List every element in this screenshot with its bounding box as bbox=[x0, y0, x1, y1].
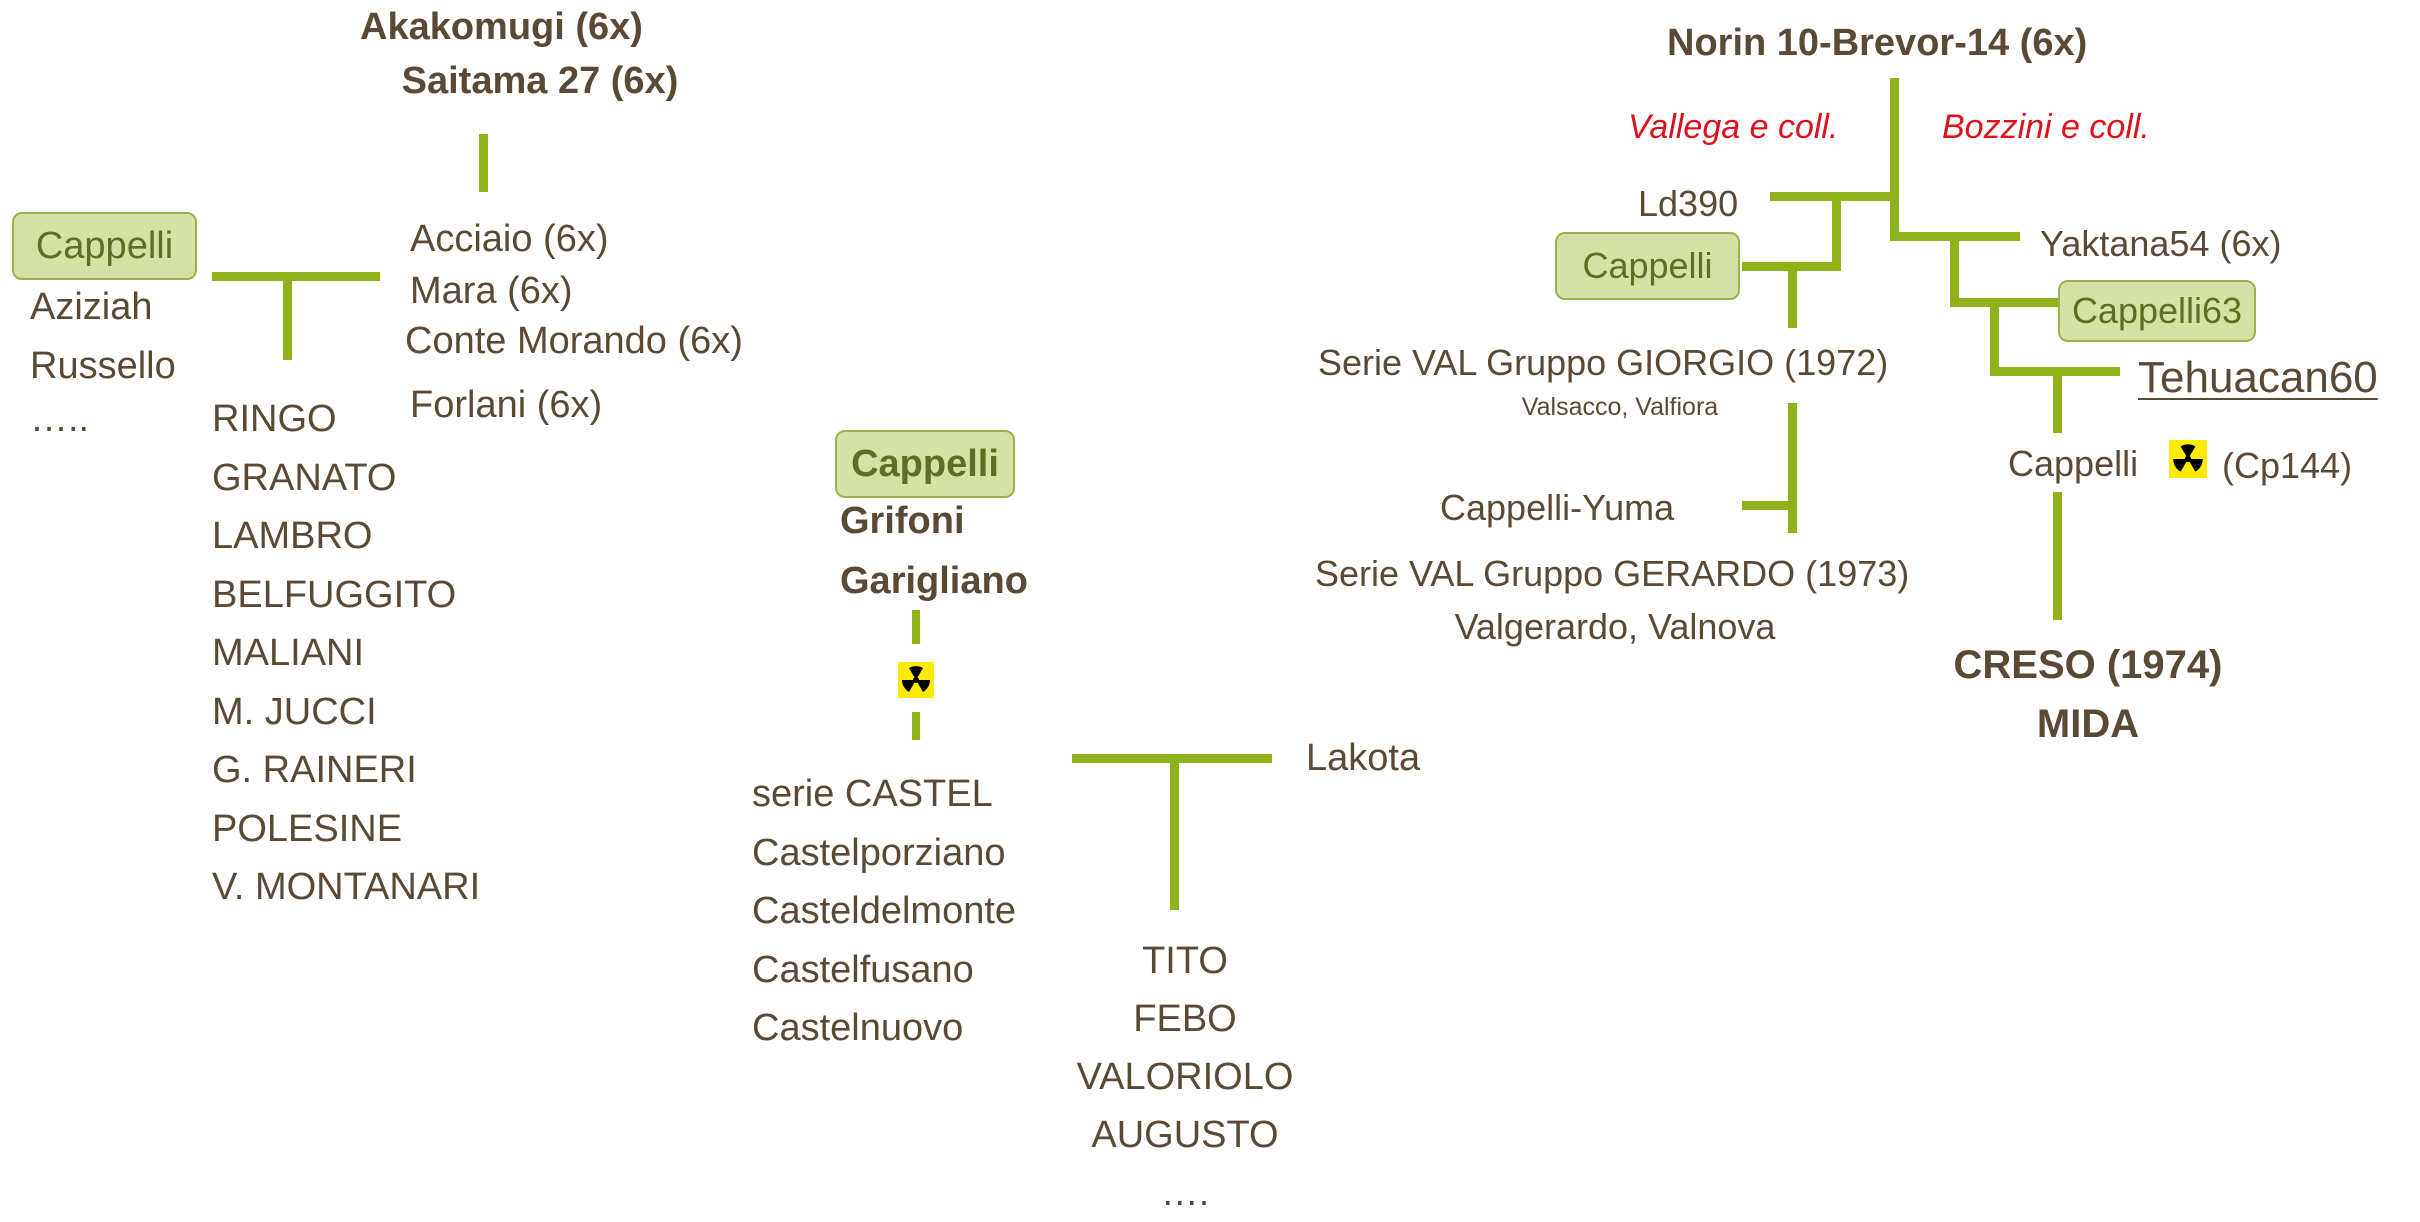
offspring-item: POLESINE bbox=[212, 807, 403, 850]
cross-mara: Mara (6x) bbox=[410, 270, 573, 312]
gerardo-series: Serie VAL Gruppo GERARDO (1973) bbox=[1315, 553, 1910, 594]
offspring-item: VALORIOLO bbox=[1076, 1056, 1294, 1098]
branch-line bbox=[479, 134, 488, 192]
aziziah-label: Aziziah bbox=[30, 286, 153, 328]
offspring-item: LAMBRO bbox=[212, 515, 373, 557]
offspring-item: V. MONTANARI bbox=[212, 866, 481, 908]
branch-line bbox=[1990, 298, 1999, 376]
branch-line bbox=[1788, 262, 1797, 328]
series-item: Casteldelmonte bbox=[752, 890, 1017, 932]
series-item: serie CASTEL bbox=[752, 773, 993, 815]
gerardo-varieties: Valgerardo, Valnova bbox=[1454, 606, 1776, 647]
root-norin: Norin 10-Brevor-14 (6x) bbox=[1667, 22, 2088, 64]
offspring-item: GRANATO bbox=[212, 456, 397, 499]
series-item: Castelnuovo bbox=[752, 1007, 964, 1049]
giorgio-series: Serie VAL Gruppo GIORGIO (1972) bbox=[1318, 342, 1889, 383]
tehuacan-label: Tehuacan60 bbox=[2138, 353, 2378, 402]
offspring-item: G. RAINERI bbox=[212, 749, 417, 791]
offspring-item: RINGO bbox=[212, 398, 337, 440]
final-mida: MIDA bbox=[2036, 702, 2140, 746]
offspring-item: AUGUSTO bbox=[1091, 1114, 1279, 1156]
cappelli-yuma-label: Cappelli-Yuma bbox=[1440, 487, 1675, 528]
cappelli-highlight: Cappelli bbox=[1555, 232, 1740, 300]
castel-series: serie CASTEL Castelporziano Casteldelmon… bbox=[752, 765, 1016, 1058]
offspring-item: TITO bbox=[1142, 940, 1228, 982]
parent-lakota: Lakota bbox=[1306, 737, 1421, 779]
cappelli63-highlight: Cappelli63 bbox=[2058, 280, 2256, 342]
citation-bozzini: Bozzini e coll. bbox=[1942, 108, 2150, 146]
ellipsis-label: ….. bbox=[30, 398, 90, 440]
branch-line bbox=[283, 272, 292, 360]
offspring-item: …. bbox=[1160, 1172, 1210, 1214]
parent-saitama: Saitama 27 (6x) bbox=[401, 60, 679, 102]
branch-line bbox=[212, 272, 380, 281]
cp144-label: (Cp144) bbox=[2222, 445, 2353, 486]
branch-line bbox=[2053, 492, 2062, 620]
parent-garigliano: Garigliano bbox=[840, 560, 1028, 602]
offspring-list: RINGO GRANATO LAMBRO BELFUGGITO MALIANI … bbox=[212, 390, 480, 917]
offspring-item: M. JUCCI bbox=[212, 690, 377, 733]
branch-line bbox=[1890, 78, 1899, 240]
ld390-label: Ld390 bbox=[1638, 183, 1739, 224]
yaktana-label: Yaktana54 (6x) bbox=[2040, 223, 2282, 264]
branch-line bbox=[1788, 403, 1797, 533]
cappelli-highlight: Cappelli bbox=[12, 212, 197, 280]
cross-conte-morando: Conte Morando (6x) bbox=[405, 320, 743, 362]
radiation-icon bbox=[2169, 440, 2207, 478]
branch-line bbox=[912, 712, 920, 740]
branch-line bbox=[1832, 192, 1841, 266]
cappelli-highlight: Cappelli bbox=[835, 430, 1015, 498]
offspring-item: BELFUGGITO bbox=[212, 573, 457, 616]
branch-line bbox=[1742, 501, 1797, 510]
series-item: Castelfusano bbox=[752, 948, 974, 991]
offspring-list: TITO FEBO VALORIOLO AUGUSTO …. bbox=[1045, 932, 1325, 1222]
cross-forlani: Forlani (6x) bbox=[410, 384, 603, 426]
branch-line bbox=[2053, 367, 2062, 433]
offspring-item: FEBO bbox=[1133, 998, 1237, 1040]
branch-line bbox=[1950, 232, 1959, 306]
series-item: Castelporziano bbox=[752, 831, 1006, 874]
parent-akakomugi: Akakomugi (6x) bbox=[360, 6, 643, 48]
russello-label: Russello bbox=[30, 345, 176, 387]
radiation-icon bbox=[898, 662, 934, 698]
cross-acciaio: Acciaio (6x) bbox=[410, 218, 609, 260]
branch-line bbox=[1170, 754, 1179, 910]
final-creso: CRESO (1974) bbox=[1953, 643, 2223, 687]
cappelli-mutant-label: Cappelli bbox=[2008, 443, 2139, 484]
branch-line bbox=[1950, 298, 2060, 307]
parent-grifoni: Grifoni bbox=[840, 500, 965, 542]
giorgio-varieties: Valsacco, Valfiora bbox=[1521, 393, 1719, 421]
offspring-item: MALIANI bbox=[212, 632, 365, 674]
citation-vallega: Vallega e coll. bbox=[1628, 108, 1839, 146]
branch-line bbox=[912, 610, 920, 644]
